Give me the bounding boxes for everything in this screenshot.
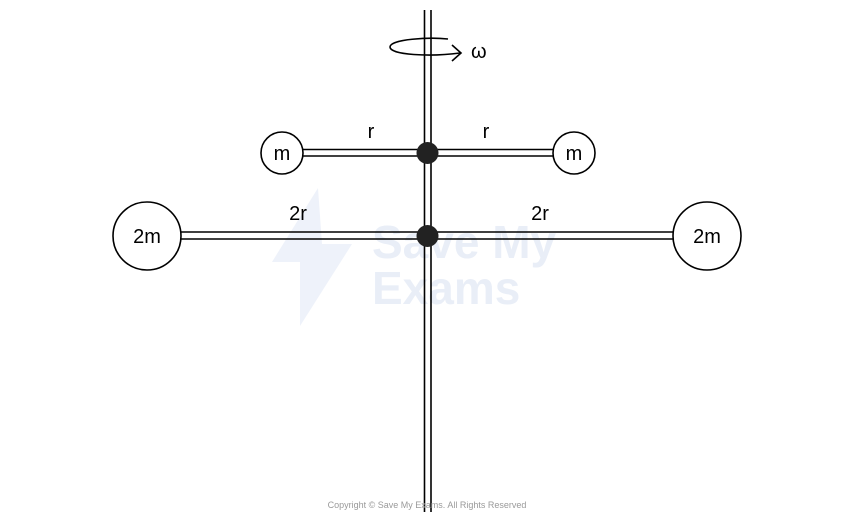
upper-left-distance-label: r [368, 121, 375, 143]
watermark: Save My Exams [272, 188, 557, 326]
upper-left-mass: m [260, 131, 304, 175]
watermark-bolt-icon [272, 188, 352, 326]
watermark-line-1: Save My [372, 216, 557, 268]
upper-right-mass-label: m [566, 143, 583, 165]
rotation-arrow-icon [389, 37, 463, 62]
watermark-line-2: Exams [372, 262, 520, 314]
lower-left-distance-label: 2r [289, 203, 307, 225]
upper-right-mass: m [552, 131, 596, 175]
lower-right-mass-label: 2m [693, 226, 721, 248]
lower-pivot [416, 225, 439, 247]
lower-left-mass-label: 2m [133, 226, 161, 248]
rotation-axis [423, 10, 432, 512]
lower-right-mass: 2m [672, 201, 742, 271]
lower-left-mass: 2m [112, 201, 182, 271]
upper-right-distance-label: r [483, 121, 490, 143]
copyright-footer: Copyright © Save My Exams. All Rights Re… [328, 500, 527, 510]
upper-left-mass-label: m [274, 143, 291, 165]
lower-right-distance-label: 2r [531, 203, 549, 225]
angular-velocity-label: ω [471, 41, 487, 63]
upper-pivot [416, 142, 439, 164]
